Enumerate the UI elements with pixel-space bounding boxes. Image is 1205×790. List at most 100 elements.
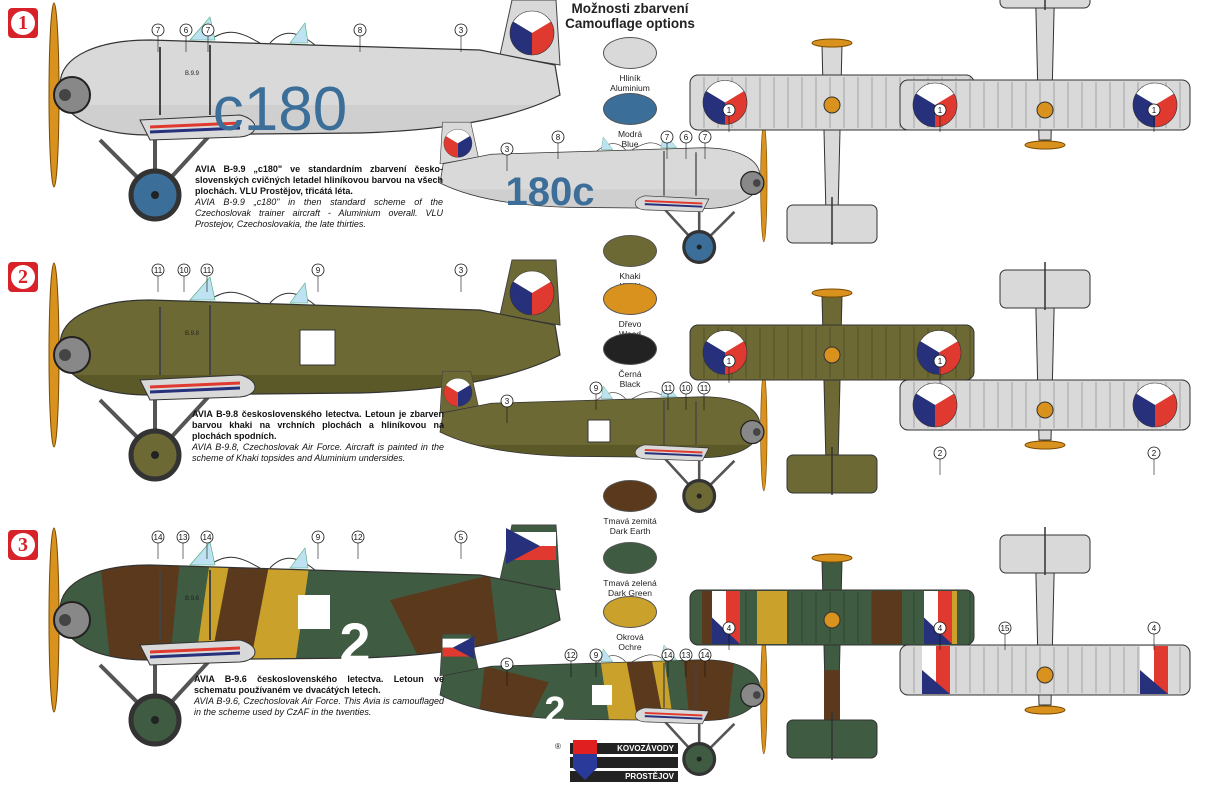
wing-stripe-red	[149, 381, 241, 389]
cockpit	[823, 611, 841, 629]
callout-number: 11	[664, 384, 673, 393]
serial-text: B.9.8	[185, 331, 200, 337]
lower-wing	[634, 195, 710, 213]
roundel-blue	[913, 391, 935, 427]
wing-strut	[159, 45, 211, 115]
page-title: Možnosti zbarvení Camouflage options	[565, 1, 695, 31]
wheel-hub	[151, 191, 159, 199]
roundel-outline	[912, 382, 958, 428]
callout-number: 15	[1001, 624, 1010, 633]
fuselage-outline	[439, 147, 761, 209]
swatch-oval	[603, 333, 657, 365]
roundel-red	[939, 339, 961, 375]
wheel-hub	[696, 756, 702, 762]
cockpit	[1036, 401, 1054, 419]
cockpit-fairing	[209, 556, 316, 571]
camo-earth	[824, 670, 840, 725]
cockpit-fairing	[209, 291, 316, 306]
lower-wing	[139, 374, 256, 401]
spinner	[752, 691, 761, 699]
roundel-outline	[1132, 82, 1178, 128]
cockpit	[1036, 666, 1054, 684]
callout-number: 5	[459, 533, 464, 542]
callout-number: 3	[459, 26, 464, 35]
roundel-blue	[913, 91, 935, 127]
spinner	[752, 428, 761, 436]
propeller	[1024, 140, 1066, 150]
callout-number: 6	[684, 133, 689, 142]
camo-earth	[210, 565, 270, 660]
scheme-3-badge: 3	[8, 530, 38, 560]
rudder-red	[442, 647, 475, 657]
roundel-outline	[702, 330, 748, 375]
engine-cowling	[53, 601, 91, 639]
lower-wing	[634, 444, 710, 462]
scheme-2-description: AVIA B-9.8 československého letectva. Le…	[192, 409, 444, 463]
callout-number: 8	[358, 26, 363, 35]
wing-stripe-blue	[644, 715, 703, 720]
roundel-outline	[509, 270, 555, 316]
swatch-oval	[603, 596, 657, 628]
cockpit-fairing	[596, 391, 665, 401]
white-square	[592, 685, 612, 705]
lower-wing	[634, 707, 710, 725]
fuselage-outline	[59, 299, 561, 396]
rudder-blue	[452, 636, 475, 660]
camo-band	[872, 591, 902, 644]
wing-stripe-blue	[644, 203, 703, 208]
roundel-red	[935, 391, 957, 427]
lower-wing	[139, 114, 256, 141]
callout-number: 1	[938, 106, 943, 115]
callout-number: 7	[703, 133, 708, 142]
callout-number: 7	[156, 26, 161, 35]
engine-cowling	[740, 419, 765, 445]
cockpit-fairing	[596, 142, 665, 152]
kovozavody-logo: ® KOVOZÁVODY PROSTĚJOV	[555, 740, 680, 785]
roundel-outline	[912, 82, 958, 128]
engine-cowling	[53, 336, 91, 374]
fuselage-outline	[59, 564, 561, 661]
callout-number: 7	[665, 133, 670, 142]
aircraft-code-large: 2	[339, 611, 370, 674]
wing-stripe-blue	[149, 386, 241, 394]
callout-number: 11	[203, 266, 212, 275]
flag-red	[1154, 646, 1168, 694]
flag-blue	[1140, 670, 1168, 694]
wing-stripe-red	[149, 646, 241, 654]
callout-number: 5	[505, 660, 510, 669]
callout-number: 3	[459, 266, 464, 275]
callout-number: 14	[701, 651, 710, 660]
camo-earth	[478, 666, 549, 721]
callout-number: 6	[184, 26, 189, 35]
flag-red	[936, 646, 950, 694]
roundel-blue	[917, 339, 939, 375]
wing-stripe-red	[149, 121, 241, 129]
callout-number: 2	[938, 449, 943, 458]
callout-number: 4	[727, 624, 732, 633]
windscreen	[189, 276, 309, 304]
roundel-red	[1155, 91, 1177, 127]
callout-number: 10	[180, 266, 189, 275]
callout-number: 13	[179, 533, 188, 542]
wheel-hub	[151, 716, 159, 724]
wing-stripe-blue	[149, 126, 241, 134]
spinner	[59, 614, 71, 626]
cockpit	[823, 346, 841, 364]
swatch-oval	[603, 283, 657, 315]
serial-text: B.9.6	[185, 596, 200, 602]
scheme-2-badge: 2	[8, 262, 38, 292]
roundel-blue	[457, 383, 472, 407]
engine-cowling	[740, 682, 765, 708]
roundel	[1133, 83, 1177, 127]
callout-number: 9	[316, 266, 321, 275]
roundel	[443, 378, 472, 407]
serial-text: B.9.9	[185, 71, 200, 77]
fuselage-outline	[439, 659, 761, 721]
cockpit	[823, 96, 841, 114]
callout-number: 14	[203, 533, 212, 542]
roundel	[443, 129, 472, 158]
camo-earth	[625, 659, 664, 721]
